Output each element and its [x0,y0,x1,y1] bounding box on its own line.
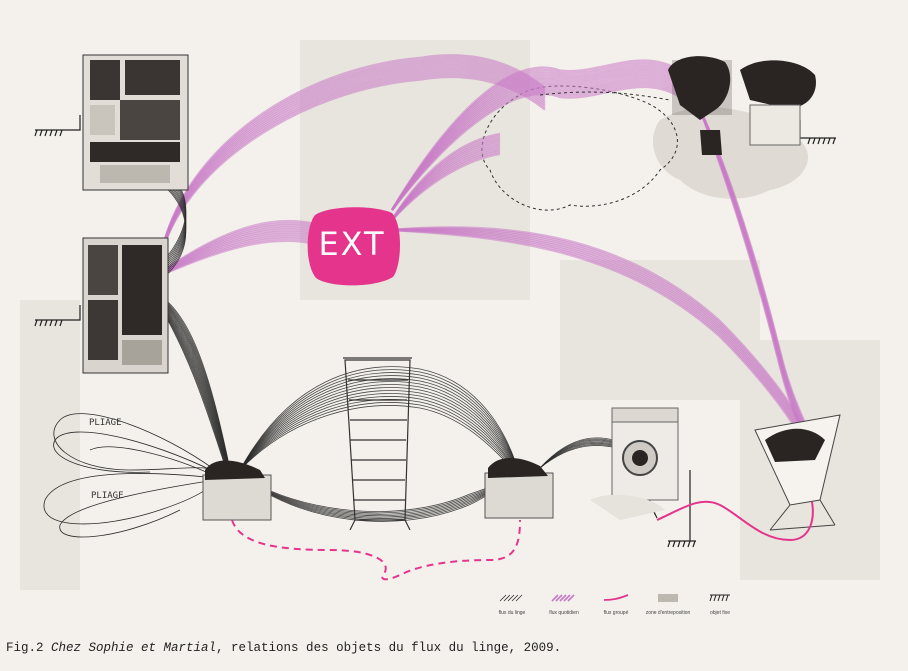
drying-rack [343,358,412,530]
pink-dash-swatch-icon [602,594,630,602]
legend-label: zone d'entreposition [642,610,694,616]
pink-flow-swatch-icon [550,594,578,602]
ext-label: EXT [318,225,385,263]
basket-right [485,458,553,518]
legend-item-linen-flow: flux du linge [486,594,538,616]
legend-label: flux du linge [486,610,538,616]
caption-suffix: , relations des objets du flux du linge,… [216,641,561,655]
legend-item-daily-flow: flux quotidien [538,594,590,616]
caption-prefix: Fig.2 [6,641,51,655]
legend-label: flux groupé [590,610,642,616]
pliage-annotation-lower: PLIAGE [91,491,124,501]
legend-item-grouped-flow: flux groupé [590,594,642,616]
legend-item-storage-zone: zone d'entreposition [642,594,694,616]
grey-zone-swatch-icon [654,594,682,602]
pliage-annotation-upper: PLIAGE [89,418,122,428]
legend-label: flux quotidien [538,610,590,616]
legend-item-fixed-object: objet fixe [694,594,746,616]
wardrobe-photo [83,55,188,190]
closet-photo [83,238,168,373]
diagram-legend: flux du linge flux quotidien flux groupé… [486,594,746,628]
grouped-flow-dashed [232,520,520,579]
caption-title: Chez Sophie et Martial [51,641,216,655]
figure-caption: Fig.2 Chez Sophie et Martial, relations … [6,641,561,655]
washing-machine [590,408,678,520]
basket-left [203,461,271,520]
legend-label: objet fixe [694,610,746,616]
hatched-flow-swatch-icon [498,594,526,602]
fixed-object-swatch-icon [706,594,734,602]
ext-bubble: EXT [308,207,400,285]
